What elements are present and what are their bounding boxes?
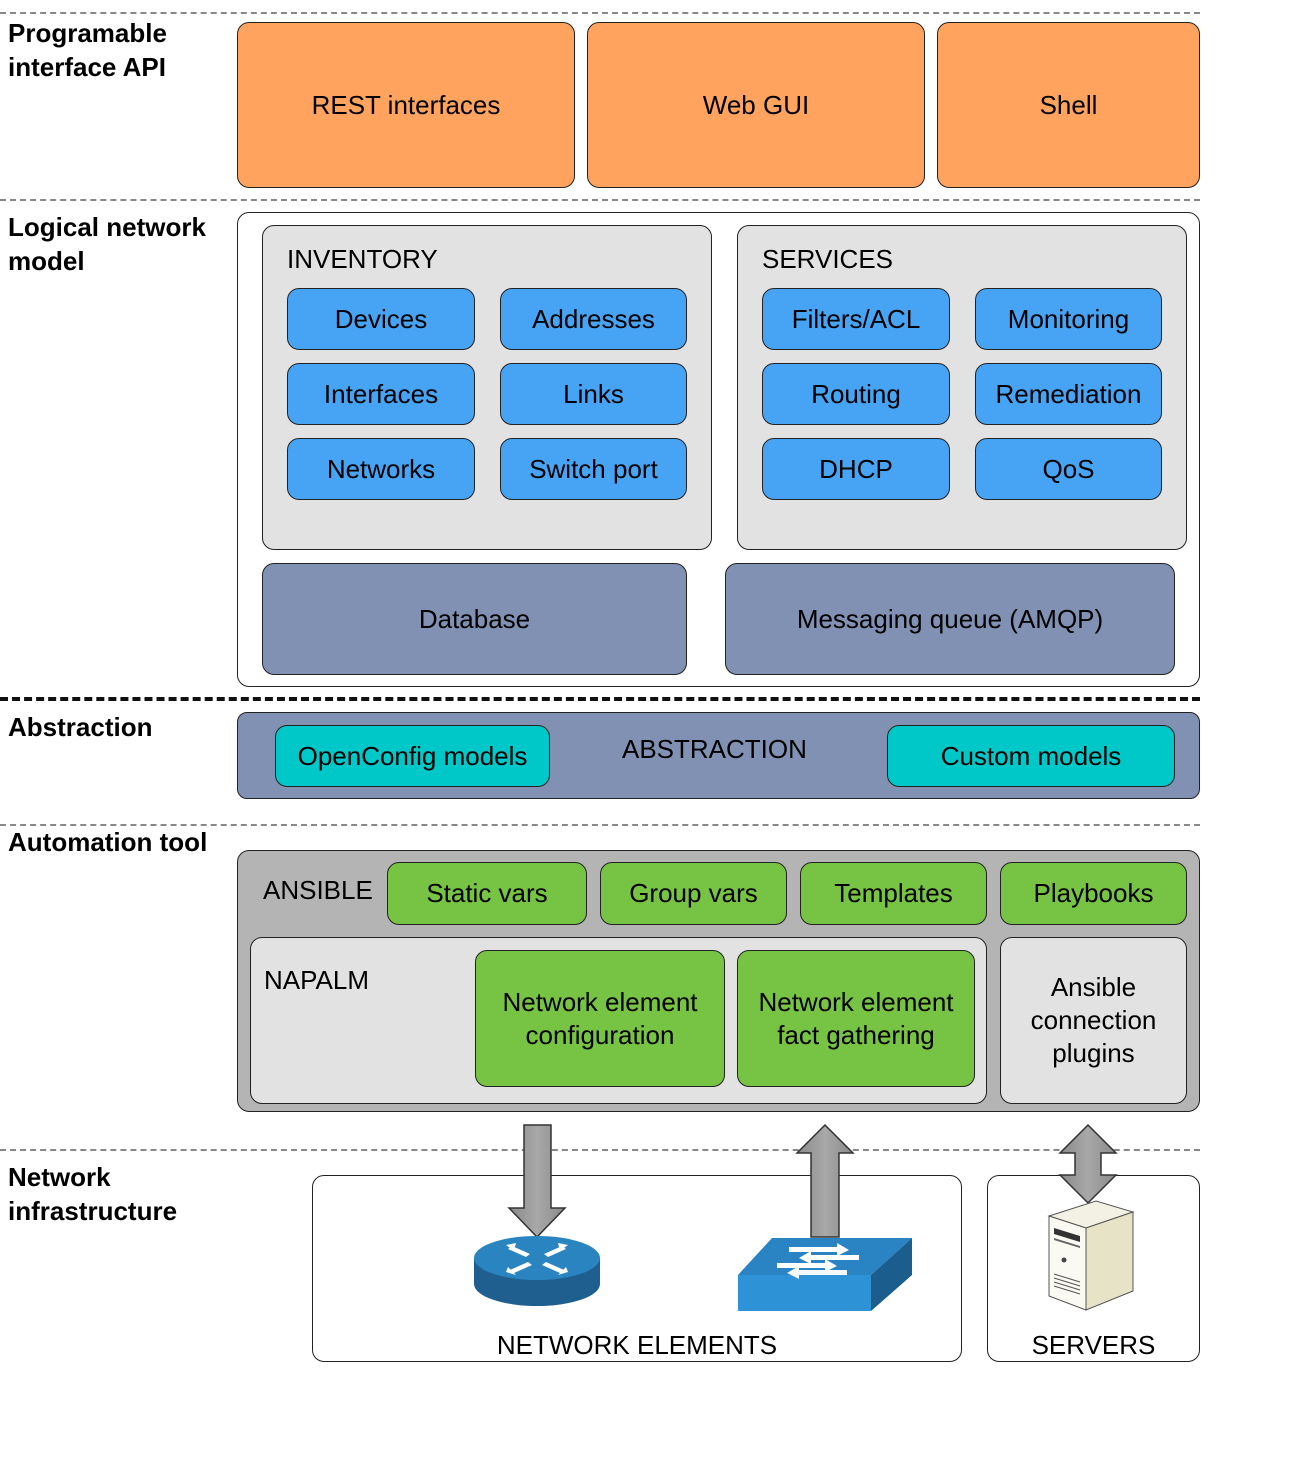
openconfig-models-box: OpenConfig models: [275, 725, 550, 787]
servers-label: SERVERS: [1031, 1330, 1156, 1360]
napalm-title: NAPALM: [264, 965, 369, 995]
database-box: Database: [262, 563, 687, 675]
switch-icon: [738, 1238, 912, 1311]
ansible-title: ANSIBLE: [263, 875, 373, 905]
abstraction-title: ABSTRACTION: [622, 734, 807, 764]
ansible-connection-plugins-box: Ansible connection plugins: [1000, 937, 1187, 1104]
inventory-addresses: Addresses: [500, 288, 687, 350]
down-arrow-icon: [507, 1124, 567, 1239]
inventory-title: INVENTORY: [287, 244, 438, 274]
services-filters-acl: Filters/ACL: [762, 288, 950, 350]
services-dhcp: DHCP: [762, 438, 950, 500]
templates-box: Templates: [800, 862, 987, 925]
ne-configuration-box: Network element configuration: [475, 950, 725, 1087]
layer-label-automation: Automation tool: [8, 827, 208, 857]
layer-label-abstraction: Abstraction: [8, 712, 153, 742]
bidirectional-arrow-icon: [1058, 1123, 1118, 1205]
custom-models-box: Custom models: [887, 725, 1175, 787]
divider: [0, 12, 1200, 14]
network-elements-panel: [312, 1175, 962, 1362]
static-vars-box: Static vars: [387, 862, 587, 925]
inventory-devices: Devices: [287, 288, 475, 350]
rest-interfaces-box: REST interfaces: [237, 22, 575, 188]
network-elements-label: NETWORK ELEMENTS: [496, 1330, 778, 1360]
playbooks-box: Playbooks: [1000, 862, 1187, 925]
inventory-switch-port: Switch port: [500, 438, 687, 500]
services-qos: QoS: [975, 438, 1162, 500]
divider: [0, 1149, 1200, 1151]
server-icon: [1047, 1200, 1135, 1311]
inventory-links: Links: [500, 363, 687, 425]
ne-fact-gathering-box: Network element fact gathering: [737, 950, 975, 1087]
services-routing: Routing: [762, 363, 950, 425]
up-arrow-icon: [795, 1123, 855, 1238]
divider: [0, 824, 1200, 826]
router-icon: [474, 1236, 600, 1306]
services-remediation: Remediation: [975, 363, 1162, 425]
layer-label-api: Programable interface API: [8, 18, 167, 82]
layer-label-infrastructure: Network infrastructure: [8, 1162, 178, 1226]
divider: [0, 199, 1200, 201]
web-gui-box: Web GUI: [587, 22, 925, 188]
services-monitoring: Monitoring: [975, 288, 1162, 350]
services-title: SERVICES: [762, 244, 894, 274]
shell-box: Shell: [937, 22, 1200, 188]
messaging-queue-box: Messaging queue (AMQP): [725, 563, 1175, 675]
inventory-networks: Networks: [287, 438, 475, 500]
inventory-interfaces: Interfaces: [287, 363, 475, 425]
group-vars-box: Group vars: [600, 862, 787, 925]
layer-label-logical-model: Logical network model: [8, 212, 206, 276]
divider-bold: [0, 697, 1200, 701]
